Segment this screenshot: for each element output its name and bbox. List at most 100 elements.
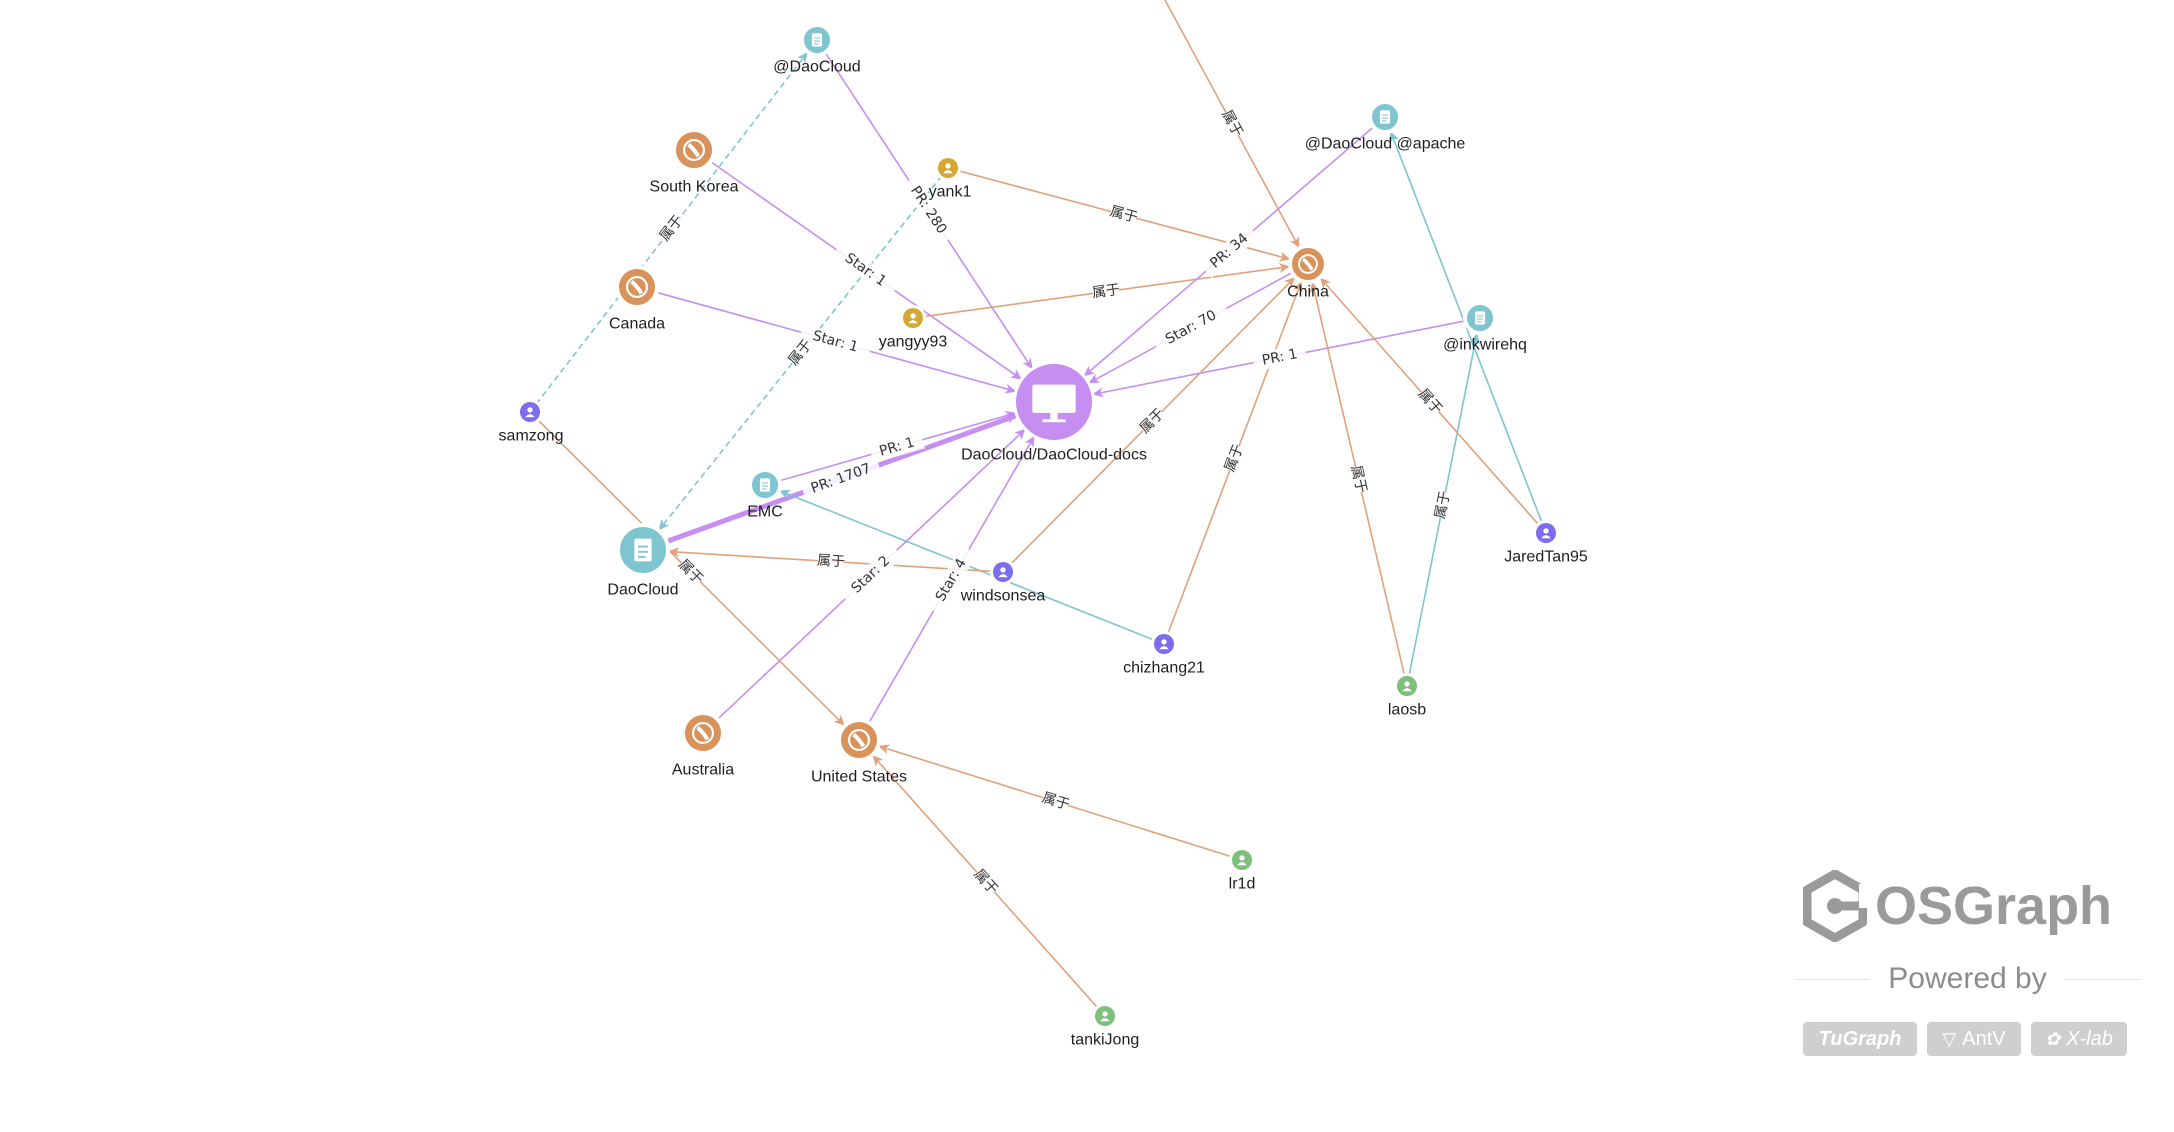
edge-label-background [1252, 343, 1308, 372]
user-icon [1159, 639, 1169, 650]
edge-label-text: 属于 [1091, 282, 1121, 302]
user-icon [908, 313, 918, 324]
powered-by-label: Powered by [1888, 962, 2047, 995]
node-daocloud[interactable]: DaoCloud [607, 523, 679, 599]
node-yank1[interactable]: yank1 [929, 155, 972, 201]
node-label: @inkwirehq [1443, 337, 1527, 354]
edge-label-background [1217, 107, 1247, 140]
edge-yank1-daocloud[interactable] [658, 175, 943, 531]
edge-label-text: 属于 [1108, 204, 1139, 227]
node-jaredtan95[interactable]: JaredTan95 [1504, 520, 1588, 566]
node-label: China [1287, 284, 1329, 301]
edge-label-background [675, 556, 707, 588]
edge-label-text: 属于 [1348, 464, 1370, 495]
node-label: DaoCloud/DaoCloud-docs [961, 447, 1147, 464]
document-icon [1379, 110, 1391, 124]
globe-icon [682, 138, 706, 162]
divider-left [1795, 978, 1871, 980]
node-emc[interactable]: EMC [747, 468, 783, 521]
node-label: chizhang21 [1123, 660, 1205, 677]
node-label: yangyy93 [879, 334, 948, 351]
edge-label-text: PR: 1 [1261, 346, 1299, 369]
node-laosb[interactable]: laosb [1388, 673, 1426, 719]
node-australia[interactable]: Australia [672, 711, 734, 779]
nodes-layer: DaoCloud/DaoCloud-docs @DaoCloud @DaoCloud… [499, 23, 1588, 1049]
edge-label-background [800, 456, 882, 501]
edge-label-yank1-china: 属于 [1108, 202, 1139, 227]
monitor-icon [1032, 384, 1076, 423]
edge-label-background [1040, 789, 1071, 815]
edge-label-samzong-daocloud_at: 属于 [656, 212, 687, 244]
node-united_states[interactable]: United States [811, 718, 907, 786]
user-icon [943, 163, 953, 174]
node-chizhang21[interactable]: chizhang21 [1123, 631, 1205, 677]
edge-label-text: PR: 1707 [809, 461, 873, 497]
edge-label-background [1199, 223, 1259, 279]
node-windsonsea[interactable]: windsonsea [960, 559, 1046, 605]
edge-label-background [925, 544, 977, 616]
user-icon [525, 407, 535, 418]
brand-title: OSGraph [1875, 876, 2113, 936]
node-china[interactable]: China [1287, 244, 1329, 301]
node-inkwirehq[interactable]: @inkwirehq [1443, 301, 1527, 354]
edge-label-background [1091, 280, 1121, 303]
node-repo[interactable]: DaoCloud/DaoCloud-docs [961, 361, 1147, 464]
edge-label-australia-repo: Star: 2 [838, 543, 903, 606]
node-tankijong[interactable]: tankiJong [1071, 1003, 1140, 1049]
edge-label-background [1221, 442, 1248, 474]
node-label: samzong [499, 428, 564, 445]
antv-badge[interactable]: ▽ AntV [1927, 1022, 2021, 1056]
globe-icon [847, 728, 871, 752]
xlab-badge-label: X-lab [2066, 1027, 2113, 1050]
edge-label-laosb-inkwirehq: 属于 [1431, 490, 1455, 521]
edge-label-background [831, 242, 900, 298]
node-label: DaoCloud [607, 582, 678, 599]
tugraph-badge[interactable]: TuGraph [1803, 1022, 1917, 1056]
edge-label-text: Star: 2 [848, 553, 893, 597]
antv-badge-label: AntV [1962, 1027, 2006, 1050]
powered-by-row: Powered by [1795, 962, 2140, 996]
partner-badges: TuGraph ▽ AntV ✿ X-lab [1803, 1022, 2127, 1056]
node-label: @DaoCloud [773, 59, 860, 76]
node-label: windsonsea [960, 588, 1046, 605]
edge-label-background [901, 175, 956, 245]
edge-label-background [1346, 464, 1371, 495]
divider-right [2064, 978, 2140, 980]
edge-label-background [1136, 405, 1168, 437]
node-samzong[interactable]: samzong [499, 399, 564, 445]
node-daocloud_at[interactable]: @DaoCloud [773, 23, 861, 76]
node-label: United States [811, 769, 907, 786]
edge-label-background [869, 431, 925, 464]
globe-icon [691, 721, 715, 745]
edge-label-background [1431, 490, 1455, 520]
edge-label-text: 属于 [1432, 490, 1453, 521]
node-label: EMC [747, 504, 783, 521]
edge-label-united_states-repo: Star: 4 [925, 544, 977, 616]
edge-label-background [1414, 386, 1446, 418]
edge-label-background [1108, 202, 1139, 227]
xlab-badge[interactable]: ✿ X-lab [2031, 1022, 2127, 1056]
edge-label-offscreen_top-china: 属于 [1217, 107, 1247, 140]
edge-label-daocloud_apache-repo: PR: 34 [1199, 223, 1259, 279]
user-icon [1237, 855, 1247, 866]
edge-label-south_korea-repo: Star: 1 [831, 242, 900, 298]
bulb-icon: ✿ [2045, 1028, 2061, 1049]
globe-icon [1298, 254, 1318, 274]
node-yangyy93[interactable]: yangyy93 [879, 305, 948, 351]
edge-label-background [798, 323, 872, 360]
brand-logo: OSGraph [1803, 870, 2112, 942]
node-lr1d[interactable]: lr1d [1229, 847, 1256, 893]
node-canada[interactable]: Canada [609, 265, 665, 333]
node-daocloud_apache[interactable]: @DaoCloud @apache [1305, 100, 1466, 153]
edge-label-background [817, 551, 845, 572]
node-label: yank1 [929, 184, 972, 201]
node-south_korea[interactable]: South Korea [650, 128, 739, 196]
document-icon [634, 538, 652, 562]
antv-triangle-icon: ▽ [1942, 1028, 1957, 1049]
edge-label-text: 属于 [1040, 790, 1072, 814]
user-icon [1402, 681, 1412, 692]
osgraph-logo-icon [1803, 870, 1867, 942]
node-label: JaredTan95 [1504, 549, 1588, 566]
